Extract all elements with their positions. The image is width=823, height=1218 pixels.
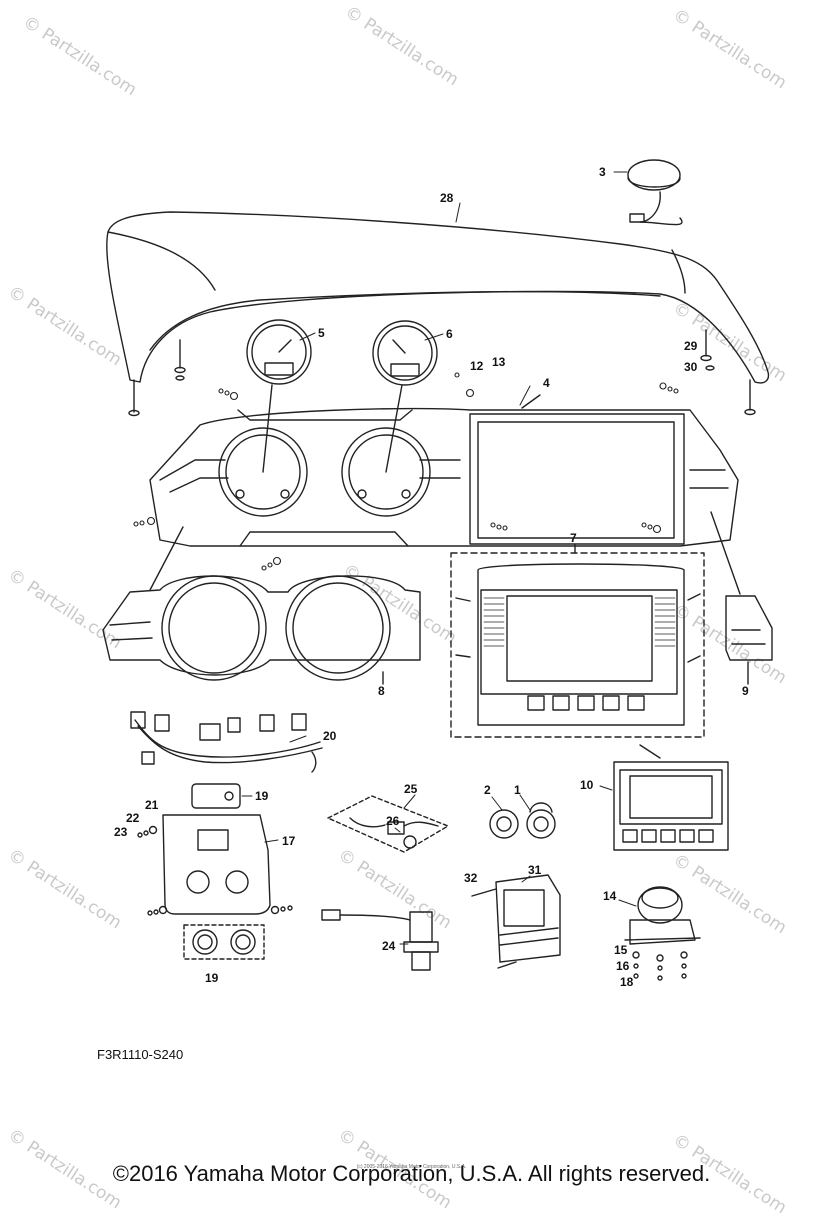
label-20: 19: [255, 789, 269, 803]
label-25: 24: [382, 939, 396, 953]
display-unit-10: [613, 744, 729, 851]
wiring-harness-21: [130, 711, 323, 773]
label-18: 17: [282, 834, 296, 848]
gps-antenna-3: [627, 159, 683, 226]
label-19: 19: [205, 971, 219, 985]
label-29: 29: [684, 339, 698, 353]
label-23: 22: [126, 811, 140, 825]
label-6: 6: [446, 327, 453, 341]
side-trim-9: [710, 511, 773, 685]
label-14: 14: [603, 889, 617, 903]
switch-panel-18: [137, 814, 293, 916]
fasteners: [133, 372, 679, 571]
label-26: 25: [404, 782, 418, 796]
display-frame-7: [450, 544, 705, 738]
control-unit-31: [471, 874, 561, 969]
sensor-25: [321, 909, 439, 971]
label-1: 1: [514, 783, 521, 797]
label-32: 32: [464, 871, 478, 885]
leader-lines: [241, 171, 637, 945]
gauge-5: [246, 319, 312, 385]
label-28: 28: [440, 191, 454, 205]
fine-print: (c) 2005-2016 Yamaha Motor Corporation, …: [356, 1164, 467, 1170]
label-13: 13: [492, 355, 506, 369]
dash-panel-4: [149, 384, 739, 547]
dash-cover-28: [106, 211, 770, 417]
switch-20: [191, 783, 241, 809]
outlet-1: [526, 802, 556, 839]
label-24: 23: [114, 825, 128, 839]
joystick-14: [624, 886, 701, 981]
gauge-6: [372, 320, 438, 386]
gauge-bezel-8: [102, 526, 421, 685]
label-7: 7: [570, 531, 577, 545]
kit-26: [327, 795, 449, 853]
label-27: 26: [386, 814, 400, 828]
label-16: 16: [616, 959, 630, 973]
label-3: 3: [599, 165, 606, 179]
label-17: 18: [620, 975, 634, 989]
label-30: 30: [684, 360, 698, 374]
copyright-notice: ©2016 Yamaha Motor Corporation, U.S.A. A…: [112, 1161, 711, 1186]
part-labels: 28 3 5 6 12 13 29 30 4 7 8 9 20 19 21 22…: [114, 165, 749, 989]
label-15: 15: [614, 943, 628, 957]
label-22: 21: [145, 798, 159, 812]
label-5: 5: [318, 326, 325, 340]
label-10: 10: [580, 778, 594, 792]
knobs-19: [183, 924, 265, 960]
label-8: 8: [378, 684, 385, 698]
outlet-2: [489, 809, 519, 839]
label-31: 31: [528, 863, 542, 877]
label-4: 4: [543, 376, 550, 390]
drawing-code: F3R1110-S240: [97, 1047, 184, 1062]
label-21: 20: [323, 729, 337, 743]
label-12: 12: [470, 359, 484, 373]
display-grille: [483, 597, 676, 647]
label-2: 2: [484, 783, 491, 797]
label-9: 9: [742, 684, 749, 698]
